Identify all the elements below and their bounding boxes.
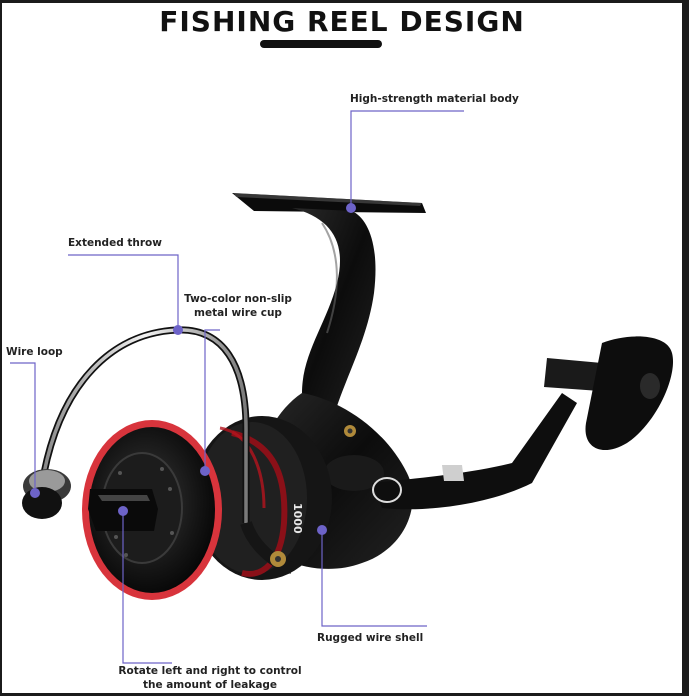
spool-size-marking: 1000: [291, 503, 304, 534]
callout-wire-shell: Rugged wire shell: [317, 632, 424, 644]
callout-body: High-strength material body: [350, 93, 519, 105]
callout-drag-knob-line1: Rotate left and right to control: [118, 665, 302, 677]
reel-foot: [232, 193, 426, 423]
fishing-reel-illustration: 1000: [10, 110, 674, 664]
reel-spool: 1000: [82, 416, 332, 600]
callout-drag-knob-line2: the amount of leakage: [142, 679, 278, 691]
callout-lines: [10, 110, 464, 664]
product-image-frame: FISHING REEL DESIGN: [2, 3, 682, 693]
callout-wire-cup-line2: metal wire cup: [194, 307, 282, 319]
title-underline: [260, 40, 382, 48]
callout-wire-cup: Two-color non-slip metal wire cup: [178, 292, 298, 320]
callout-wire-cup-line1: Two-color non-slip: [184, 293, 292, 305]
callout-wire-loop: Wire loop: [6, 346, 63, 358]
page-title: FISHING REEL DESIGN: [159, 5, 525, 38]
reel-handle: [372, 336, 674, 510]
callout-dots: [30, 203, 356, 535]
callout-drag-knob: Rotate left and right to control the amo…: [100, 664, 320, 692]
callout-extended-throw: Extended throw: [68, 237, 162, 249]
